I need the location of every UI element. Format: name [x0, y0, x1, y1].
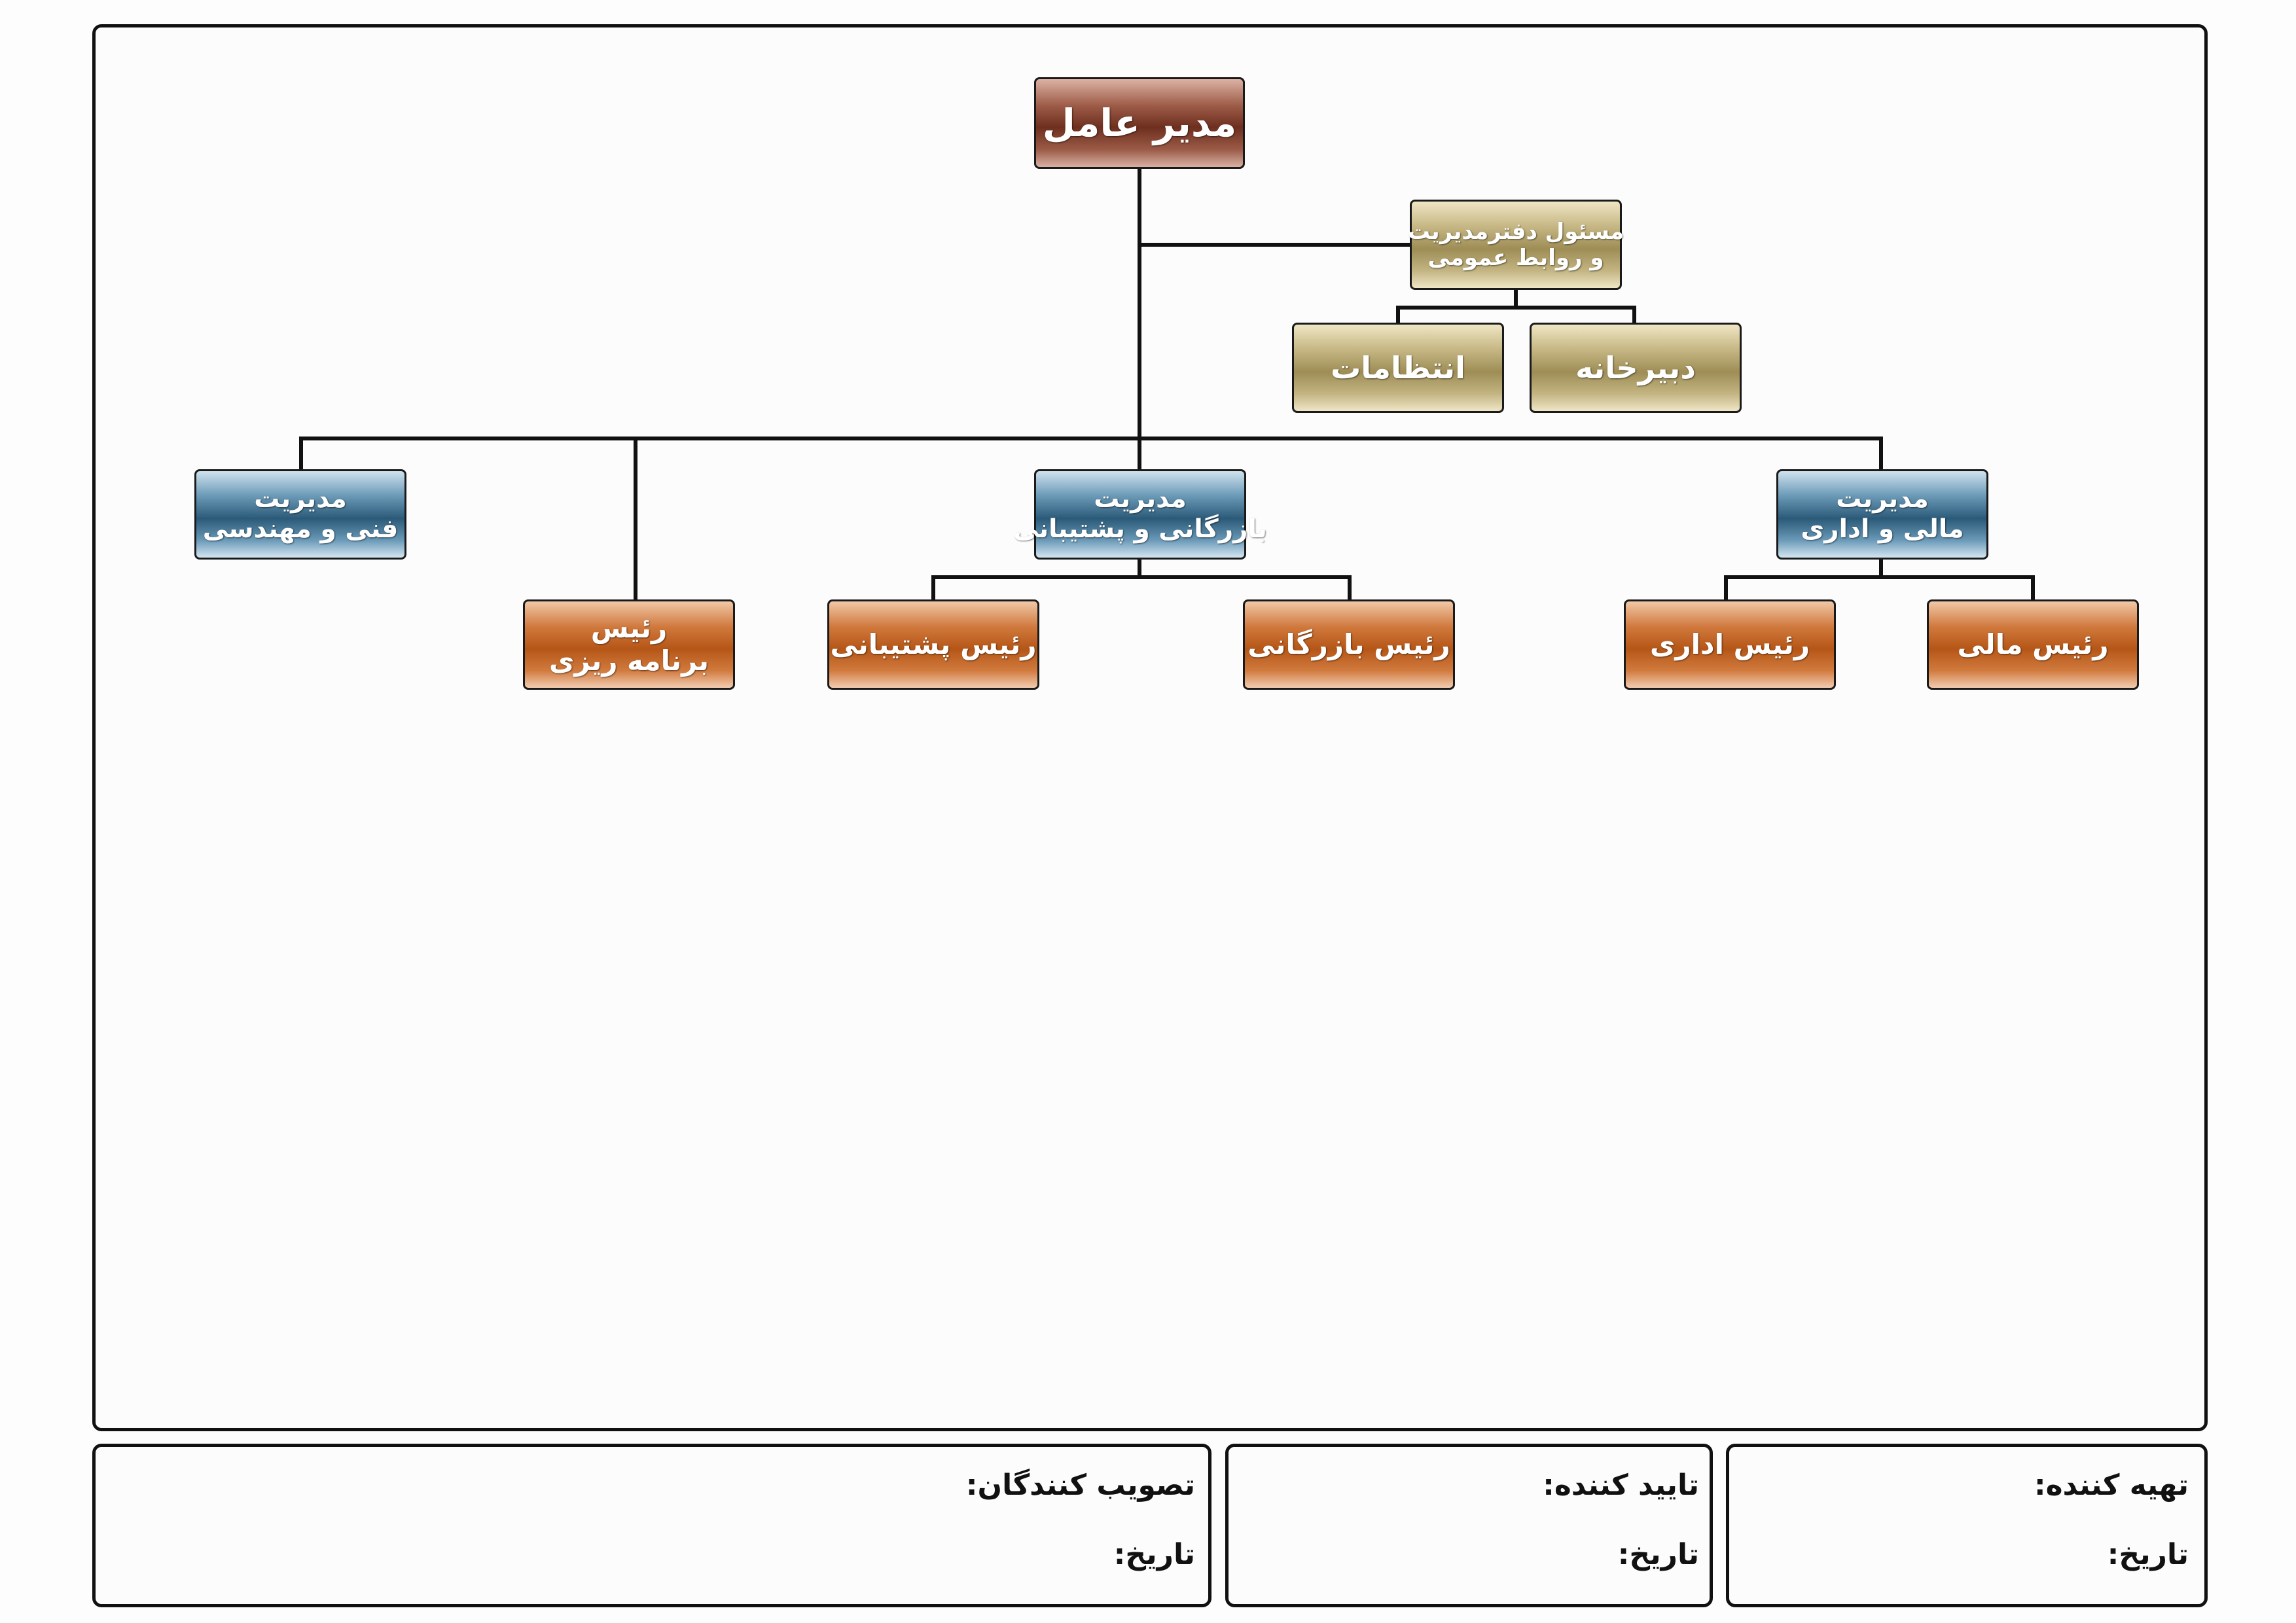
- box-planning-head: رئیس برنامه ریزی: [523, 599, 735, 690]
- box-ceo: مدیر عامل: [1034, 77, 1245, 169]
- box-finance-admin-dept-line1: مدیریت: [1836, 484, 1929, 514]
- box-security: انتظامات: [1292, 323, 1504, 413]
- approved-by-date-label: تاریخ:: [1617, 1538, 1699, 1571]
- box-commerce-head-label: رئیس بازرگانی: [1247, 628, 1450, 661]
- box-commerce-support-dept-line1: مدیریت: [1094, 484, 1187, 514]
- box-planning-head-line1: رئیس: [590, 612, 668, 645]
- box-secretariat: دبیرخانه: [1530, 323, 1742, 413]
- prepared-by-date-label: تاریخ:: [2107, 1538, 2189, 1571]
- box-ceo-label: مدیر عامل: [1042, 100, 1237, 145]
- box-office-manager: مسئول دفترمدیریت و روابط عمومی: [1407, 200, 1624, 290]
- box-commerce-support-dept: مدیریت بازرگانی و پشتیبانی: [1013, 469, 1267, 560]
- ratified-by-frame: [92, 1444, 1211, 1607]
- chart-frame: [92, 24, 2208, 1431]
- approved-by-frame: [1225, 1444, 1713, 1607]
- box-support-head-label: رئیس پشتیبانی: [830, 628, 1037, 661]
- box-technical-dept-line1: مدیریت: [254, 484, 347, 514]
- box-office-manager-line1: مسئول دفترمدیریت: [1407, 218, 1624, 245]
- box-commerce-support-dept-line2: بازرگانی و پشتیبانی: [1013, 514, 1267, 544]
- ratified-by-label: تصویب کنندگان:: [965, 1469, 1195, 1502]
- ratified-by-date-label: تاریخ:: [1113, 1538, 1195, 1571]
- box-finance-head: رئیس مالی: [1927, 599, 2139, 690]
- box-finance-head-label: رئیس مالی: [1957, 628, 2109, 661]
- box-admin-head-label: رئیس اداری: [1649, 628, 1810, 661]
- prepared-by-frame: [1726, 1444, 2208, 1607]
- box-commerce-head: رئیس بازرگانی: [1243, 599, 1455, 690]
- box-planning-head-line2: برنامه ریزی: [548, 645, 709, 677]
- box-support-head: رئیس پشتیبانی: [827, 599, 1039, 690]
- box-security-label: انتظامات: [1331, 349, 1465, 385]
- box-admin-head: رئیس اداری: [1624, 599, 1836, 690]
- box-finance-admin-dept: مدیریت مالی و اداری: [1776, 469, 1988, 560]
- box-office-manager-line2: و روابط عمومی: [1427, 245, 1604, 271]
- box-technical-dept: مدیریت فنی و مهندسی: [194, 469, 406, 560]
- box-technical-dept-line2: فنی و مهندسی: [202, 514, 399, 544]
- approved-by-label: تایید کننده:: [1543, 1469, 1699, 1502]
- box-secretariat-label: دبیرخانه: [1575, 349, 1696, 385]
- prepared-by-label: تهیه کننده:: [2034, 1469, 2189, 1502]
- box-finance-admin-dept-line2: مالی و اداری: [1801, 514, 1964, 544]
